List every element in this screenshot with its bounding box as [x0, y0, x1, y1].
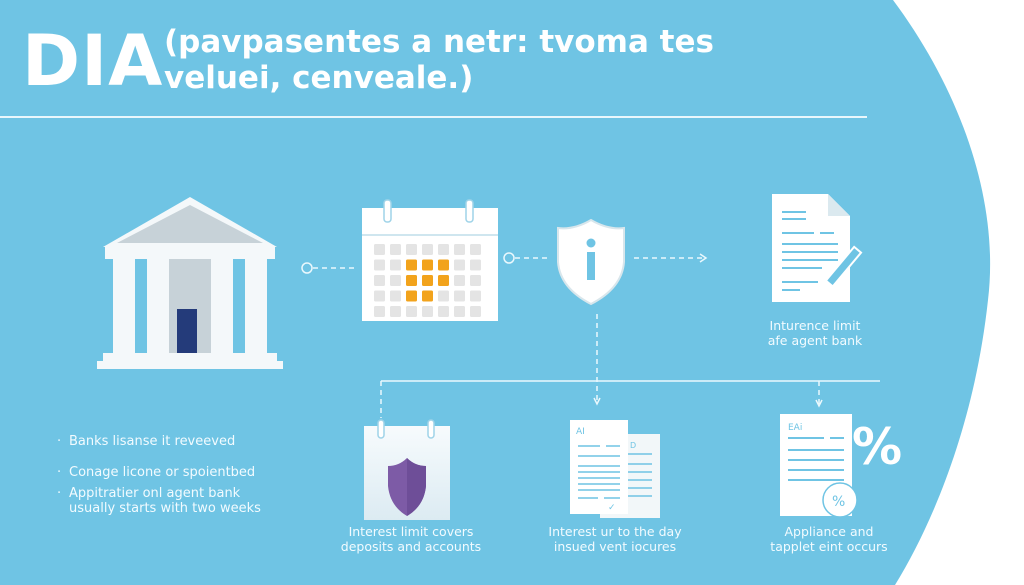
bullet-item-line-1: Appitratier onl agent bank [69, 486, 241, 501]
bullet-item: Banks lisanse it reveeved [55, 434, 261, 449]
title-line-1: (pavpasentes a netr: tvoma tes [164, 24, 714, 60]
percent-badge: % [832, 494, 845, 510]
card-1-caption: Interest limit covers deposits and accou… [336, 524, 486, 554]
card-1-caption-line-2: deposits and accounts [340, 539, 482, 554]
bullet-item-line-2: usually starts with two weeks [69, 501, 261, 516]
title-line-2: veluei, cenveale.) [164, 60, 474, 96]
card-2-caption-line-2: insued vent iocures [553, 539, 677, 554]
calendar-icon [362, 199, 498, 321]
purple-shield-card-icon [364, 419, 450, 520]
document-pen-icon [772, 194, 863, 302]
bullet-item: Conage licone or spoientbed [55, 465, 261, 480]
card-3-caption-line-1: Appliance and [784, 524, 874, 539]
two-documents-icon: AI D ✓ [570, 420, 660, 518]
front-doc-label: AI [576, 427, 585, 437]
document-caption: Inturence limit afe agent bank [730, 318, 900, 348]
card-2-caption-line-1: Interest ur to the day [548, 524, 682, 539]
card-3-caption-line-2: tapplet eint occurs [770, 539, 888, 554]
bullet-item: Appitratier onl agent bank usually start… [55, 486, 261, 516]
doc-label-eai: EAi [788, 423, 802, 433]
document-caption-line-1: Inturence limit [769, 318, 861, 333]
title-subtitle: (pavpasentes a netr: tvoma tes veluei, c… [164, 24, 714, 96]
svg-text:✓: ✓ [608, 503, 616, 513]
back-doc-label: D [630, 441, 636, 450]
card-2-caption: Interest ur to the day insued vent iocur… [540, 524, 690, 554]
percent-document-icon: EAi % [780, 414, 858, 518]
title-abbreviation: DIA [22, 20, 164, 102]
document-caption-line-2: afe agent bank [767, 333, 863, 348]
info-shield-icon [557, 218, 625, 306]
header-divider [0, 116, 867, 118]
percent-symbol: % [852, 418, 903, 476]
bullet-list: Banks lisanse it reveeved Conage licone … [55, 434, 261, 516]
card-1-caption-line-1: Interest limit covers [348, 524, 474, 539]
bank-building-icon [97, 197, 283, 369]
card-3-caption: Appliance and tapplet eint occurs [754, 524, 904, 554]
